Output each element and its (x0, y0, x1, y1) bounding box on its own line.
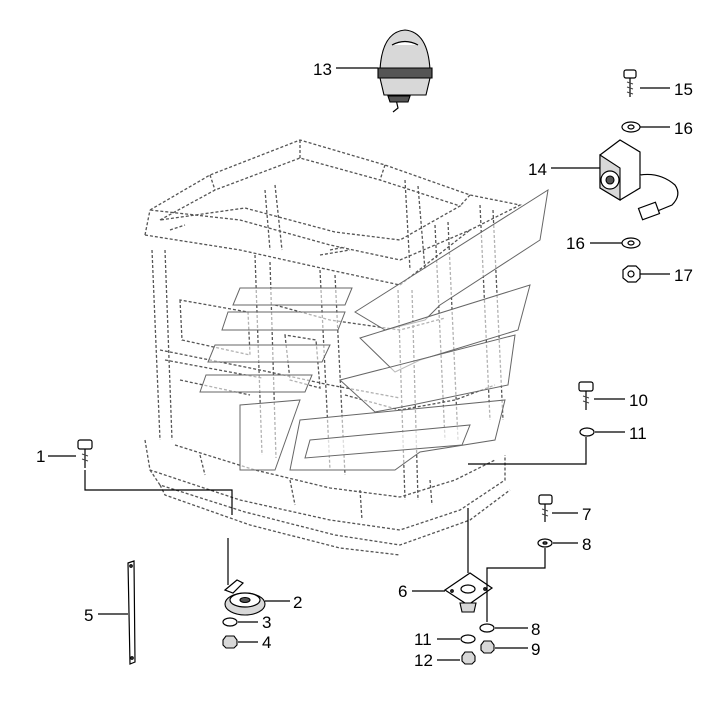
nut-12 (461, 651, 476, 665)
callout-6: 6 (398, 582, 407, 601)
bracket-5 (127, 560, 136, 665)
callout-12: 12 (414, 651, 433, 670)
washer-16-lower (621, 237, 641, 249)
horn (223, 579, 266, 616)
washer-3 (222, 617, 238, 627)
leader-lines (48, 67, 670, 661)
cab-frame (144, 139, 522, 556)
callout-2: 2 (293, 593, 302, 612)
callout-7: 7 (582, 505, 591, 524)
callout-10: 10 (629, 391, 648, 410)
callout-16-lower: 16 (566, 234, 585, 253)
washer-8-lower (479, 623, 495, 633)
callout-4: 4 (262, 633, 271, 652)
callout-5: 5 (84, 606, 93, 625)
callout-14: 14 (528, 160, 547, 179)
bolt-1 (77, 439, 93, 468)
callout-11-lower: 11 (414, 630, 432, 649)
callout-8-upper: 8 (582, 535, 591, 554)
callout-labels: 13 15 16 14 16 17 10 11 1 7 8 6 2 5 3 8 … (36, 60, 693, 670)
bolt-7 (538, 494, 553, 522)
washer-8-upper (537, 538, 553, 548)
brand-logo-watermark (199, 188, 549, 471)
callout-13: 13 (313, 60, 332, 79)
bolt-10 (578, 381, 594, 410)
backup-alarm (599, 139, 679, 221)
nut-9 (480, 640, 495, 654)
washer-16-upper (621, 121, 641, 133)
nut-17 (622, 265, 641, 283)
callout-8-lower: 8 (531, 620, 540, 639)
callout-11-upper: 11 (629, 424, 647, 443)
nut-4 (222, 635, 238, 649)
screw-15 (623, 69, 637, 97)
beacon-lamp (377, 29, 433, 113)
mount-plate-6 (443, 572, 494, 613)
callout-15: 15 (674, 80, 693, 99)
callout-16-upper: 16 (674, 119, 693, 138)
callout-1: 1 (36, 447, 45, 466)
washer-11-upper (579, 427, 595, 437)
callout-3: 3 (262, 613, 271, 632)
callout-9: 9 (531, 640, 540, 659)
washer-11-lower (460, 634, 476, 644)
callout-17: 17 (674, 266, 693, 285)
